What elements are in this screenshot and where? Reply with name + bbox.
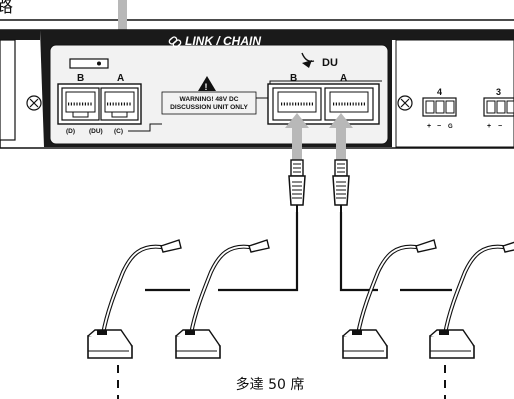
ethernet-port	[324, 87, 374, 121]
screw-icon	[26, 95, 42, 111]
left-port-label-b: B	[77, 73, 84, 84]
header-label: LINK / CHAIN	[185, 34, 261, 48]
microphone-icon	[175, 239, 270, 359]
continuation-dashes	[117, 365, 446, 399]
up-arrow-a	[329, 113, 353, 162]
chain-link-icon	[168, 36, 182, 48]
left-port-label-a: A	[117, 73, 124, 84]
top-partial-text: 路	[0, 0, 13, 17]
terminal-sign-plus-2: +	[487, 123, 491, 130]
port-sublabel-d: (D)	[66, 128, 75, 135]
terminal-number-3: 3	[496, 87, 501, 97]
ethernet-port	[100, 87, 139, 121]
right-port-label-b: B	[290, 73, 297, 84]
microphone-icon	[87, 239, 182, 359]
right-port-label-a: A	[340, 73, 347, 84]
du-label: DU	[322, 57, 338, 69]
terminal-block: 4 3 + − G + −	[422, 87, 514, 130]
terminal-sign-minus: −	[437, 123, 441, 130]
right-port-group	[267, 83, 380, 125]
caption: 多達 50 席	[236, 376, 305, 393]
slot-indicator	[69, 58, 109, 69]
terminal-sign-minus-2: −	[498, 123, 502, 130]
port-sublabel-du: (DU)	[89, 128, 103, 135]
screw-icon	[397, 95, 413, 111]
cable-lines	[145, 212, 452, 292]
microphone-icon	[429, 241, 514, 359]
rj45-connector-icon	[288, 159, 306, 213]
link-chain-header: LINK / CHAIN	[168, 34, 261, 48]
warning-box	[161, 91, 257, 115]
ethernet-port	[61, 87, 100, 121]
microphone-icon	[342, 239, 437, 359]
terminal-number-4: 4	[437, 87, 442, 97]
up-arrow-b	[285, 113, 309, 162]
terminal-sign-g: G	[448, 124, 453, 130]
rj45-connector-icon	[332, 159, 350, 213]
port-sublabel-c: (C)	[114, 128, 123, 135]
du-arrow-icon	[301, 52, 315, 68]
warning-triangle-icon: !	[198, 76, 216, 92]
left-port-group	[57, 83, 142, 125]
warning-line1: WARNING! 48V DC	[180, 96, 239, 103]
terminal-sign-plus: +	[427, 123, 431, 130]
warning-line2: DISCUSSION UNIT ONLY	[170, 104, 248, 111]
svg-text:!: !	[205, 82, 208, 92]
